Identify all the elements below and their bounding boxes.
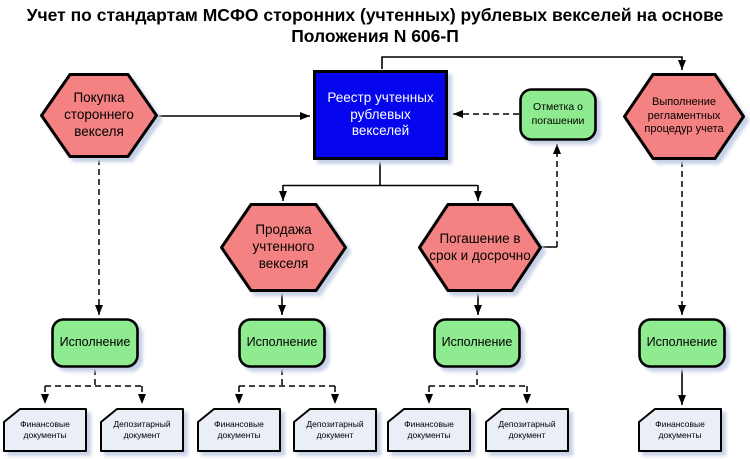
node-document-7[interactable]: Финансовые документы <box>638 408 722 452</box>
edge-register-procedures <box>381 56 686 70</box>
node-document-4[interactable]: Депозитарный документ <box>293 408 377 452</box>
rounded-shape-icon <box>433 318 521 368</box>
node-purchase-label: Покупка стороннего векселя <box>64 90 134 139</box>
node-procedures-hexagon[interactable]: Выполнение регламентных процедур учета <box>623 73 745 160</box>
rounded-shape-icon <box>51 318 139 368</box>
node-execution-4[interactable]: Исполнение <box>638 318 726 368</box>
node-execution-3-label: Исполнение <box>441 335 513 350</box>
document-shape-icon <box>100 408 184 452</box>
node-document-4-label: Депозитарный документ <box>306 419 364 440</box>
node-document-3-label: Финансовые документы <box>214 419 264 440</box>
document-shape-icon <box>387 408 471 452</box>
node-execution-4-label: Исполнение <box>646 335 718 350</box>
node-purchase-hexagon[interactable]: Покупка стороннего векселя <box>40 73 158 158</box>
document-shape-icon <box>485 408 569 452</box>
node-document-5-label: Финансовые документы <box>404 419 454 440</box>
document-shape-icon <box>293 408 377 452</box>
node-document-1[interactable]: Финансовые документы <box>3 408 87 452</box>
node-document-6[interactable]: Депозитарный документ <box>485 408 569 452</box>
document-shape-icon <box>197 408 281 452</box>
hexagon-shape-icon <box>40 73 158 158</box>
node-execution-1-label: Исполнение <box>59 335 131 350</box>
node-register-label: Реестр учтенных рублевых векселей <box>327 89 434 139</box>
node-register[interactable]: Реестр учтенных рублевых векселей <box>313 70 448 160</box>
node-document-2-label: Депозитарный документ <box>113 419 171 440</box>
node-sale-label: Продажа учтенного векселя <box>252 222 315 271</box>
node-document-3[interactable]: Финансовые документы <box>197 408 281 452</box>
rounded-shape-icon <box>519 88 597 141</box>
node-document-7-label: Финансовые документы <box>655 419 705 440</box>
rounded-shape-icon <box>638 318 726 368</box>
node-document-6-label: Депозитарный документ <box>498 419 556 440</box>
node-sale-hexagon[interactable]: Продажа учтенного векселя <box>220 203 347 292</box>
node-redemption-mark[interactable]: Отметка о погашении <box>519 88 597 141</box>
document-shape-icon <box>3 408 87 452</box>
node-redemption-hexagon[interactable]: Погашение в срок и досрочно <box>418 203 542 292</box>
node-document-1-label: Финансовые документы <box>20 419 70 440</box>
node-execution-2-label: Исполнение <box>246 335 318 350</box>
document-shape-icon <box>638 408 722 452</box>
node-redemption-mark-label: Отметка о погашении <box>531 101 585 127</box>
rectangle-shape-icon <box>313 70 448 160</box>
hexagon-shape-icon <box>623 73 745 160</box>
node-procedures-label: Выполнение регламентных процедур учета <box>644 95 724 136</box>
node-execution-1[interactable]: Исполнение <box>51 318 139 368</box>
rounded-shape-icon <box>238 318 326 368</box>
node-execution-3[interactable]: Исполнение <box>433 318 521 368</box>
node-document-2[interactable]: Депозитарный документ <box>100 408 184 452</box>
node-execution-2[interactable]: Исполнение <box>238 318 326 368</box>
diagram-title: Учет по стандартам МСФО сторонних (учтен… <box>26 5 724 47</box>
node-document-5[interactable]: Финансовые документы <box>387 408 471 452</box>
hexagon-shape-icon <box>418 203 542 292</box>
hexagon-shape-icon <box>220 203 347 292</box>
node-redemption-label: Погашение в срок и досрочно <box>429 230 531 263</box>
